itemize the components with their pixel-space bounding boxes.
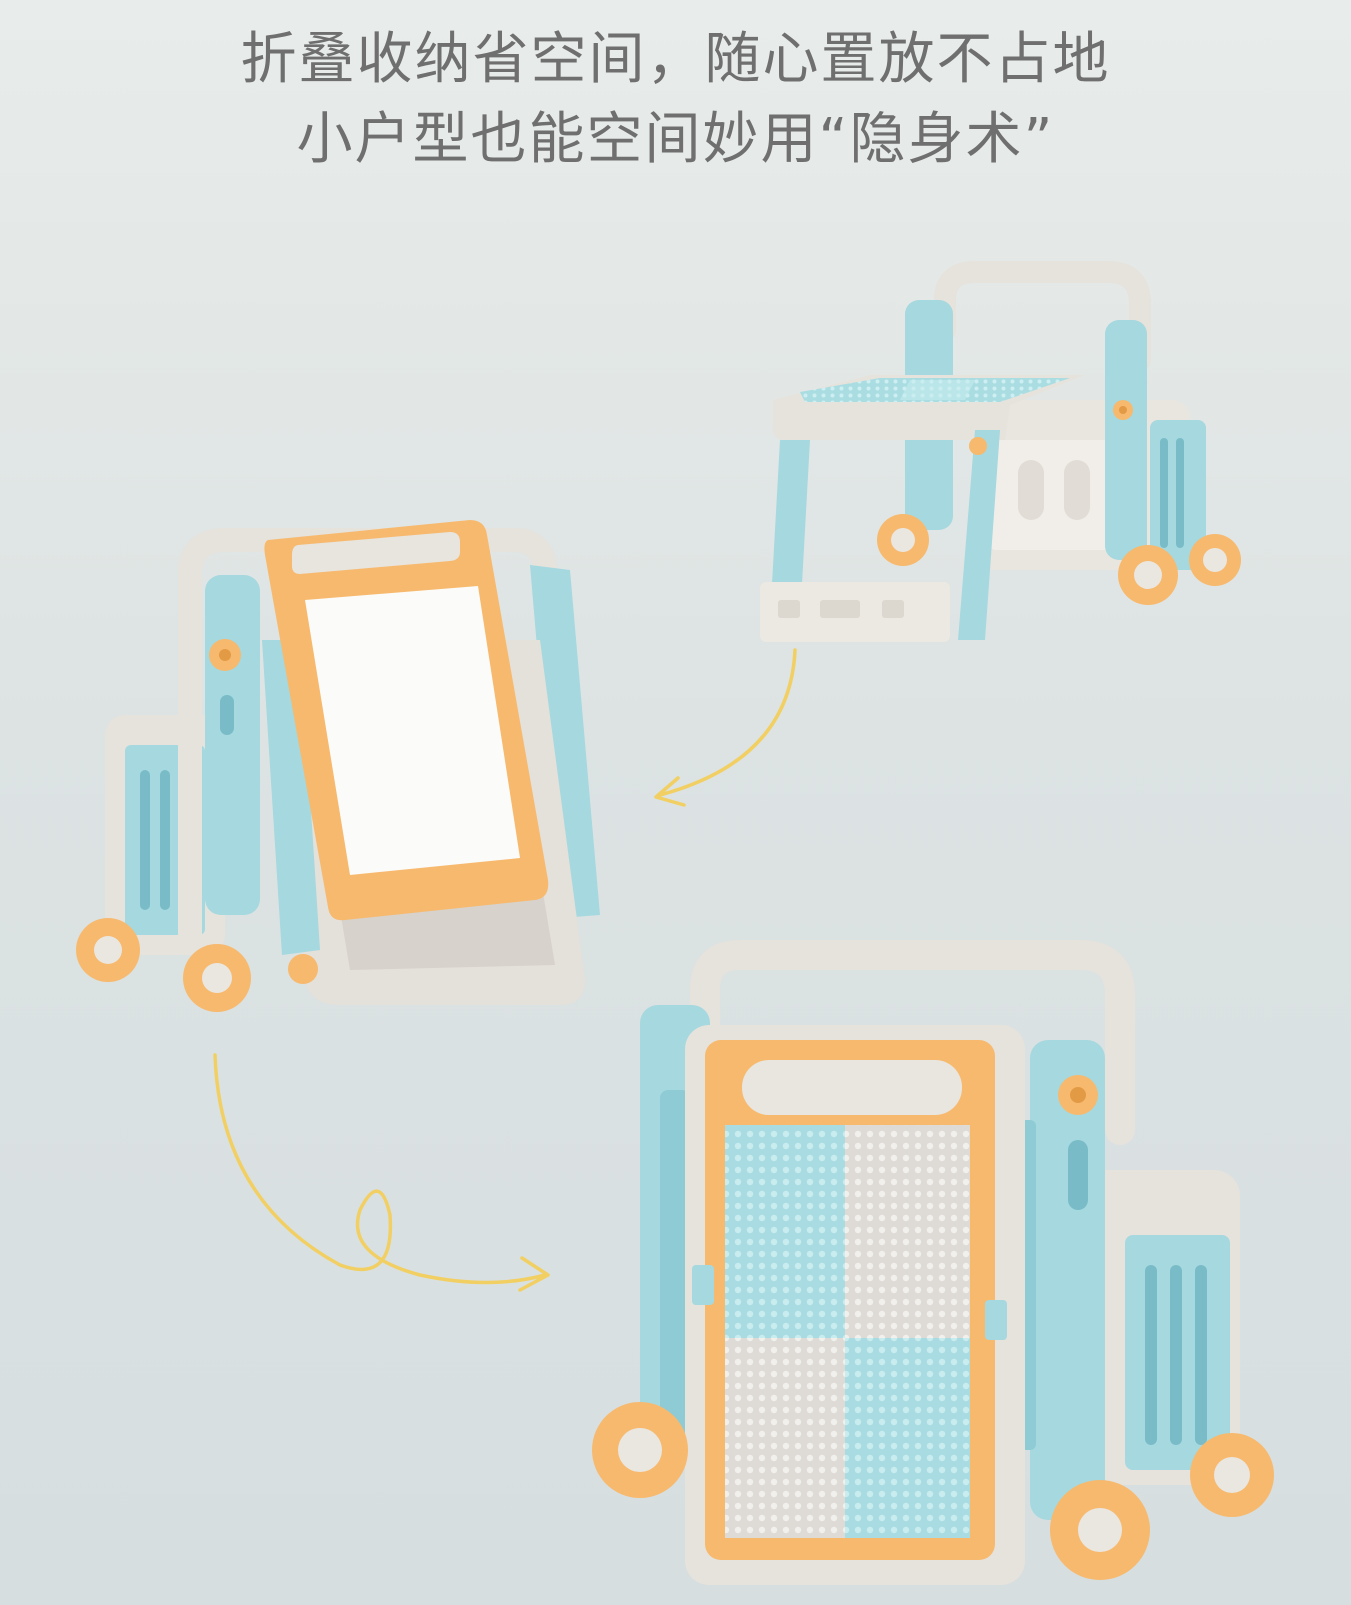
headline: 折叠收纳省空间，随心置放不占地 小户型也能空间妙用“隐身术”: [0, 20, 1351, 180]
arrow-2-icon: [213, 1053, 550, 1292]
folded-trolley: [592, 940, 1274, 1585]
arrow-1-icon: [654, 648, 797, 807]
desk-chair-unfolded: [760, 261, 1241, 642]
easel-standing: [76, 520, 600, 1012]
headline-line-2: 小户型也能空间妙用“隐身术”: [296, 107, 1055, 172]
headline-line-1: 折叠收纳省空间，随心置放不占地: [240, 27, 1111, 92]
